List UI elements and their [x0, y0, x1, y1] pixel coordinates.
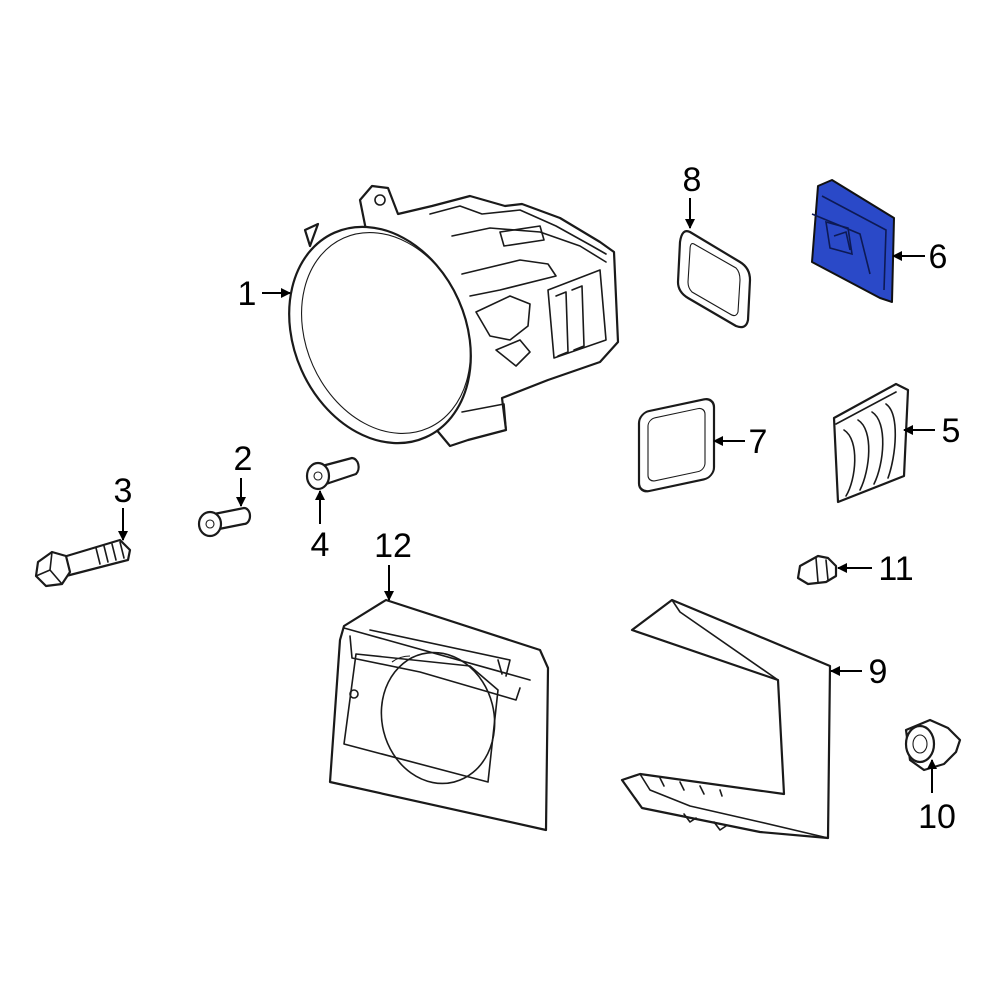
callout-2[interactable]: 2 [234, 440, 253, 478]
callout-12[interactable]: 12 [374, 527, 412, 565]
part-1-headlamp-assembly[interactable] [256, 184, 620, 472]
callout-5[interactable]: 5 [942, 412, 961, 450]
callout-7[interactable]: 7 [749, 423, 768, 461]
callout-6[interactable]: 6 [929, 238, 948, 276]
part-3-bolt[interactable] [34, 538, 132, 588]
callout-9[interactable]: 9 [869, 653, 888, 691]
callout-11[interactable]: 11 [878, 550, 913, 588]
callout-10[interactable]: 10 [918, 798, 956, 836]
part-12-housing-bracket[interactable] [328, 598, 550, 832]
leader-arrows [118, 198, 937, 793]
part-8-seal[interactable] [676, 230, 752, 329]
callout-labels: 1 2 3 4 5 6 7 8 9 10 11 12 [114, 161, 961, 836]
callout-1[interactable]: 1 [238, 275, 257, 313]
part-5-vent-grille[interactable] [832, 382, 910, 504]
part-11-clip[interactable] [796, 554, 838, 586]
part-7-gasket[interactable] [637, 397, 716, 493]
callout-4[interactable]: 4 [311, 526, 330, 564]
part-10-push-clip[interactable] [904, 718, 962, 772]
part-6-control-module[interactable] [811, 179, 895, 303]
callout-8[interactable]: 8 [683, 161, 702, 199]
part-2-screw[interactable] [197, 506, 252, 538]
part-9-bezel[interactable] [620, 598, 832, 840]
callout-3[interactable]: 3 [114, 472, 133, 510]
part-4-screw[interactable] [305, 456, 360, 491]
